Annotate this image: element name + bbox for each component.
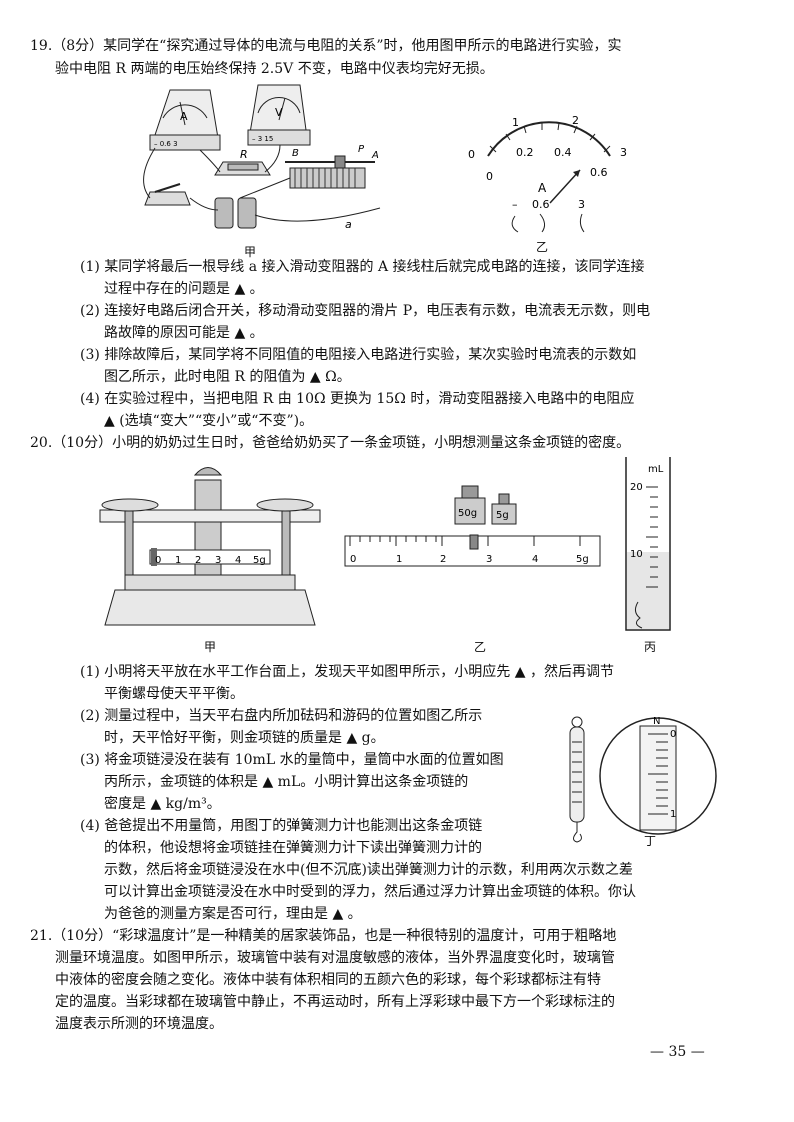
ammeter-scale-top-0: 0 — [468, 148, 475, 161]
graduated-cylinder: mL 20 10 — [625, 457, 671, 631]
ammeter-dial-letter: A — [538, 181, 547, 195]
q19-s1-line1: (1) 某同学将最后一根导线 a 接入滑动变阻器的 A 接线柱后就完成电路的连接… — [80, 259, 645, 275]
label-a: A — [371, 150, 379, 161]
q20-s4-line5: 为爸爸的测量方案是否可行，理由是 ▲ 。 — [104, 906, 362, 922]
q20-s3-line3: 密度是 ▲ kg/m³。 — [104, 796, 221, 812]
q19-s1-line2: 过程中存在的问题是 ▲ 。 — [104, 281, 264, 297]
q20-fig-ding-caption: 丁 — [643, 834, 656, 848]
balance-diagram: 0 1 2 3 4 5g — [99, 467, 321, 626]
ammeter-scale-bottom-1: 0.2 — [516, 146, 534, 159]
q20-s3-line1: (3) 将金项链浸没在装有 10mL 水的量筒中，量筒中水面的位置如图 — [80, 752, 504, 768]
rider-scale-4: 4 — [532, 554, 538, 565]
q21-line5: 温度表示所测的环境温度。 — [55, 1016, 223, 1032]
resistor-r: R — [214, 148, 271, 176]
weight-5g: 5g — [496, 510, 509, 521]
q19-s4-line2: ▲ (选填“变大”“变小”或“不变”)。 — [104, 413, 314, 429]
cylinder-mark-20: 20 — [630, 482, 643, 493]
page-number: — 35 — — [650, 1044, 705, 1060]
ammeter-letter: A — [180, 110, 188, 123]
rider-scale-5: 5g — [576, 554, 589, 565]
q20-heading: 20.（10分）小明的奶奶过生日时，爸爸给奶奶买了一条金项链，小明想测量这条金项… — [30, 435, 631, 451]
spring-mark-1: 1 — [670, 809, 676, 820]
q20-s2-line1: (2) 测量过程中，当天平右盘内所加砝码和游码的位置如图乙所示 — [80, 708, 483, 724]
circuit-diagram: A – 0.6 3 V – 3 15 R B P A — [143, 84, 381, 231]
weights-and-rider: 50g 5g 0 1 2 3 4 5g — [344, 485, 601, 567]
q20-s1-line1: (1) 小明将天平放在水平工作台面上，发现天平如图甲所示，小明应先 ▲ ，然后再… — [80, 664, 614, 680]
rider-scale-0: 0 — [350, 554, 356, 565]
spring-scale-diagram: N 0 1 — [569, 716, 717, 843]
weight-50g: 50g — [458, 508, 477, 519]
q20-s2-line2: 时，天平恰好平衡，则金项链的质量是 ▲ g。 — [104, 730, 385, 746]
spring-unit: N — [653, 716, 660, 727]
ammeter-scale-top-2: 2 — [572, 114, 579, 127]
balance-scale-5: 5g — [253, 555, 266, 566]
ammeter-device: A – 0.6 3 — [149, 89, 221, 151]
q20-s4-line1: (4) 爸爸提出不用量筒，用图丁的弹簧测力计也能测出这条金项链 — [80, 818, 483, 834]
q20-s1-line2: 平衡螺母使天平平衡。 — [104, 686, 244, 702]
ammeter-scale-bottom-2: 0.4 — [554, 146, 572, 159]
q19-s2-line1: (2) 连接好电路后闭合开关，移动滑动变阻器的滑片 P，电压表有示数，电流表无示… — [80, 303, 651, 319]
q20-fig-yi-caption: 乙 — [473, 640, 486, 654]
switch — [144, 183, 191, 206]
q19-s3-line2: 图乙所示，此时电阻 R 的阻值为 ▲ Ω。 — [104, 369, 351, 385]
ammeter-terminal-3: 3 — [578, 198, 585, 211]
q20-s4-line3: 示数，然后将金项链浸没在水中(但不沉底)读出弹簧测力计的示数，利用两次示数之差 — [104, 862, 633, 878]
label-wire-a: a — [345, 218, 352, 231]
voltmeter-letter: V — [275, 106, 283, 119]
q19-s4-line1: (4) 在实验过程中，当把电阻 R 由 10Ω 更换为 15Ω 时，滑动变阻器接… — [80, 391, 635, 407]
q20-s4-line2: 的体积，他设想将金项链挂在弹簧测力计下读出弹簧测力计的 — [104, 840, 482, 856]
rheostat: B P A — [285, 144, 379, 189]
q21-line2: 测量环境温度。如图甲所示，玻璃管中装有对温度敏感的液体，当外界温度变化时，玻璃管 — [55, 950, 615, 966]
q21-line4: 定的温度。当彩球都在玻璃管中静止，不再运动时，所有上浮彩球中最下方一个彩球标注的 — [55, 994, 615, 1010]
voltmeter-device: V – 3 15 — [247, 84, 311, 146]
q20-s4-line4: 可以计算出金项链浸没在水中时受到的浮力，然后通过浮力计算出金项链的体积。你认 — [104, 884, 636, 900]
ammeter-dial: 0 1 2 3 0 0.2 0.4 0.6 A – 0.6 3 — [468, 114, 627, 233]
q19-s2-line2: 路故障的原因可能是 ▲ 。 — [104, 325, 264, 341]
battery-pack — [214, 197, 257, 229]
wires — [143, 144, 381, 222]
ammeter-terminals: – 0.6 3 — [154, 140, 178, 148]
rider-scale-1: 1 — [396, 554, 402, 565]
label-r: R — [240, 148, 248, 161]
ammeter-terminal-neg: – — [512, 198, 518, 211]
label-p: P — [358, 144, 365, 155]
spring-mark-0: 0 — [670, 729, 676, 740]
q21-line1: 21.（10分）“彩球温度计”是一种精美的居家装饰品，也是一种很特别的温度计，可… — [30, 928, 617, 944]
cylinder-unit: mL — [648, 464, 664, 475]
ammeter-scale-top-1: 1 — [512, 116, 519, 129]
q19-heading-cont: 验中电阻 R 两端的电压始终保持 2.5V 不变，电路中仪表均完好无损。 — [55, 61, 494, 77]
q20-fig-jia-caption: 甲 — [203, 640, 216, 654]
ammeter-scale-bottom-0: 0 — [486, 170, 493, 183]
q20-fig-bing-caption: 丙 — [643, 640, 656, 654]
ammeter-terminal-06: 0.6 — [532, 198, 550, 211]
rider-scale-3: 3 — [486, 554, 492, 565]
cylinder-mark-10: 10 — [630, 549, 643, 560]
q19-s3-line1: (3) 排除故障后，某同学将不同阻值的电阻接入电路进行实验，某次实验时电流表的示… — [80, 347, 637, 363]
balance-scale-0: 0 — [155, 555, 161, 566]
ammeter-scale-bottom-3: 0.6 — [590, 166, 608, 179]
balance-scale-3: 3 — [215, 555, 221, 566]
label-b: B — [292, 148, 299, 159]
q19-fig-jia-caption: 甲 — [243, 245, 256, 259]
balance-scale-4: 4 — [235, 555, 241, 566]
q20-s3-line2: 丙所示，金项链的体积是 ▲ mL。小明计算出这条金项链的 — [104, 774, 469, 790]
voltmeter-terminals: – 3 15 — [252, 135, 273, 143]
balance-scale-2: 2 — [195, 555, 201, 566]
ammeter-scale-top-3: 3 — [620, 146, 627, 159]
q19-fig-yi-caption: 乙 — [535, 240, 548, 254]
q19-heading: 19.（8分）某同学在“探究通过导体的电流与电阻的关系”时，他用图甲所示的电路进… — [30, 38, 622, 54]
q21-line3: 中液体的密度会随之变化。液体中装有体积相同的五颜六色的彩球，每个彩球都标注有特 — [55, 972, 601, 988]
balance-scale-1: 1 — [175, 555, 181, 566]
rider-scale-2: 2 — [440, 554, 446, 565]
